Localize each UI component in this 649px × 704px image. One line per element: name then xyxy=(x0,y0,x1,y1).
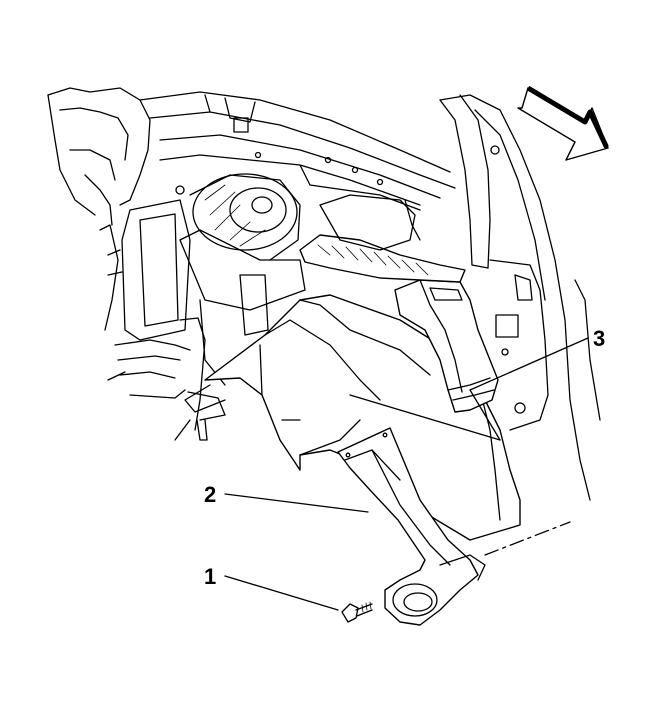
leader-line-3c xyxy=(469,389,501,441)
leader-line-3 xyxy=(469,337,589,391)
alignment-centerline xyxy=(484,521,571,556)
leader-line-2 xyxy=(224,493,369,513)
leader-line-1 xyxy=(224,575,339,611)
duct-retaining-screw-1 xyxy=(341,601,373,623)
callout-label-2: 2 xyxy=(204,482,216,507)
callout-leaders xyxy=(224,337,589,611)
windshield-pillar-trim xyxy=(439,94,491,269)
callout-label-1: 1 xyxy=(204,564,216,589)
rear-outlet-duct-3 xyxy=(394,279,499,413)
floor-duct-2 xyxy=(337,427,486,626)
leader-line-3b xyxy=(349,394,501,441)
forward-direction-arrow-icon xyxy=(517,85,609,161)
vehicle-body-structure xyxy=(47,87,601,501)
callout-label-3: 3 xyxy=(593,326,605,351)
center-air-distribution-duct xyxy=(299,194,466,283)
